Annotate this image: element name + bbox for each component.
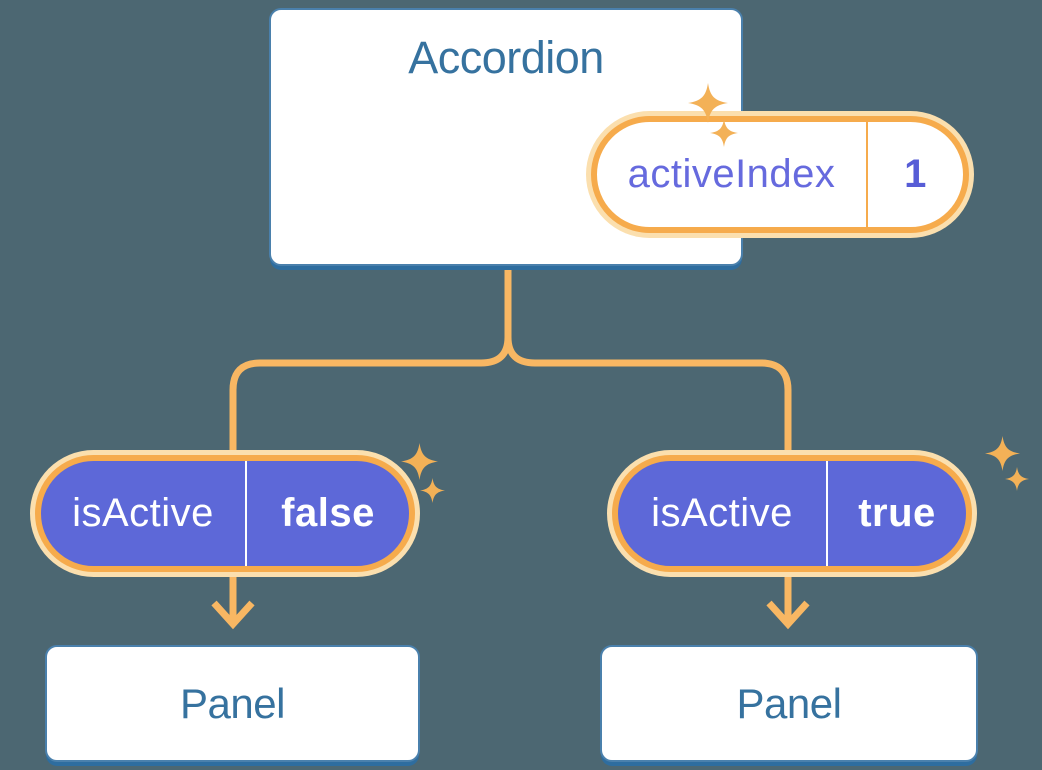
sparkle-icon (688, 83, 728, 123)
sparkle-icon (985, 436, 1020, 471)
sparkle-icon (420, 478, 445, 503)
state-value: false (245, 461, 409, 566)
state-label: isActive (651, 491, 793, 535)
connector-branch-right (504, 269, 792, 622)
arrow-down-icon (211, 600, 255, 630)
panel-state-pill-right: isActive true (612, 455, 972, 572)
accordion-state-pill: activeIndex 1 (591, 116, 969, 233)
accordion-title: Accordion (408, 32, 604, 83)
sparkle-icon (1005, 467, 1029, 491)
state-value: 1 (866, 122, 963, 227)
panel-state-pill-left: isActive false (35, 455, 415, 572)
arrow-down-icon (766, 600, 810, 630)
sparkle-icon (710, 119, 738, 147)
state-value: true (826, 461, 966, 566)
panel-title: Panel (736, 679, 842, 727)
state-label: activeIndex (627, 152, 836, 196)
panel-card-right: Panel (600, 645, 978, 762)
state-label: isActive (72, 491, 214, 535)
panel-title: Panel (180, 679, 285, 727)
sparkle-icon (401, 443, 438, 480)
accordion-card: Accordion activeIndex 1 (269, 8, 969, 266)
panel-card-left: Panel (45, 645, 420, 762)
